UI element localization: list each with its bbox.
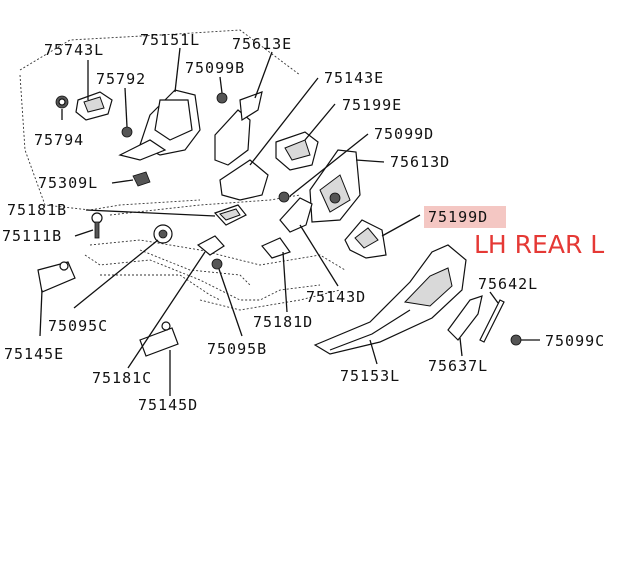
label-75153L: 75153L	[340, 367, 400, 385]
part-75143D-cover	[279, 197, 313, 233]
part-75145D-cap	[139, 321, 179, 357]
leader-lines	[39, 47, 540, 396]
label-75095B: 75095B	[207, 340, 267, 358]
part-75642L-pin	[479, 299, 505, 343]
label-75794: 75794	[34, 131, 84, 149]
part-75792-clip	[121, 126, 133, 138]
part-75794-clip	[55, 95, 69, 109]
part-75151L-bracket	[118, 89, 201, 161]
label-75199D: 75199D	[428, 208, 488, 226]
part-75095B-clip	[211, 258, 223, 270]
background-structure	[19, 29, 346, 311]
label-75613D: 75613D	[390, 153, 450, 171]
label-75637L: 75637L	[428, 357, 488, 375]
label-75111B: 75111B	[2, 227, 62, 245]
part-75743L-buckle	[75, 91, 113, 121]
part-75143E-cover	[219, 159, 269, 201]
part-75153L-side-cover	[313, 244, 467, 355]
label-75145D: 75145D	[138, 396, 198, 414]
part-75181B-cover	[213, 204, 247, 226]
part-75099D-bolt	[278, 191, 290, 203]
label-75095C: 75095C	[48, 317, 108, 335]
part-75181C-cover	[196, 235, 225, 256]
part-75095C-grommet	[153, 224, 173, 244]
label-75181C: 75181C	[92, 369, 152, 387]
label-75099C: 75099C	[545, 332, 605, 350]
label-75151L: 75151L	[140, 31, 200, 49]
label-75145E: 75145E	[4, 345, 64, 363]
highlight-75199D	[424, 206, 506, 228]
part-75145E-cap	[37, 261, 76, 293]
label-75613E: 75613E	[232, 35, 292, 53]
label-75743L: 75743L	[44, 41, 104, 59]
part-75613E-bracket	[214, 91, 263, 166]
label-75199E: 75199E	[342, 96, 402, 114]
side-note: LH REAR L	[474, 230, 605, 259]
label-75143D: 75143D	[306, 288, 366, 306]
label-75099B: 75099B	[185, 59, 245, 77]
part-75181D-cover	[261, 237, 291, 259]
label-75181B: 75181B	[7, 201, 67, 219]
label-75792: 75792	[96, 70, 146, 88]
part-75309L-clip	[132, 171, 151, 187]
label-75099D: 75099D	[374, 125, 434, 143]
part-75199D-clip	[344, 219, 387, 259]
part-75099B-bolt	[216, 92, 228, 104]
label-75181D: 75181D	[253, 313, 313, 331]
label-75143E: 75143E	[324, 69, 384, 87]
part-75111B-bolt	[91, 212, 103, 239]
part-75199E-clip	[275, 131, 319, 171]
part-75637L-trim	[447, 295, 483, 341]
part-75613D-mechanism	[309, 149, 361, 223]
part-75099C-bolt	[510, 334, 522, 346]
part-labels: 75743L 75151L 75613E 75792 75099B 75143E…	[2, 31, 605, 414]
label-75642L: 75642L	[478, 275, 538, 293]
label-75309L: 75309L	[38, 174, 98, 192]
